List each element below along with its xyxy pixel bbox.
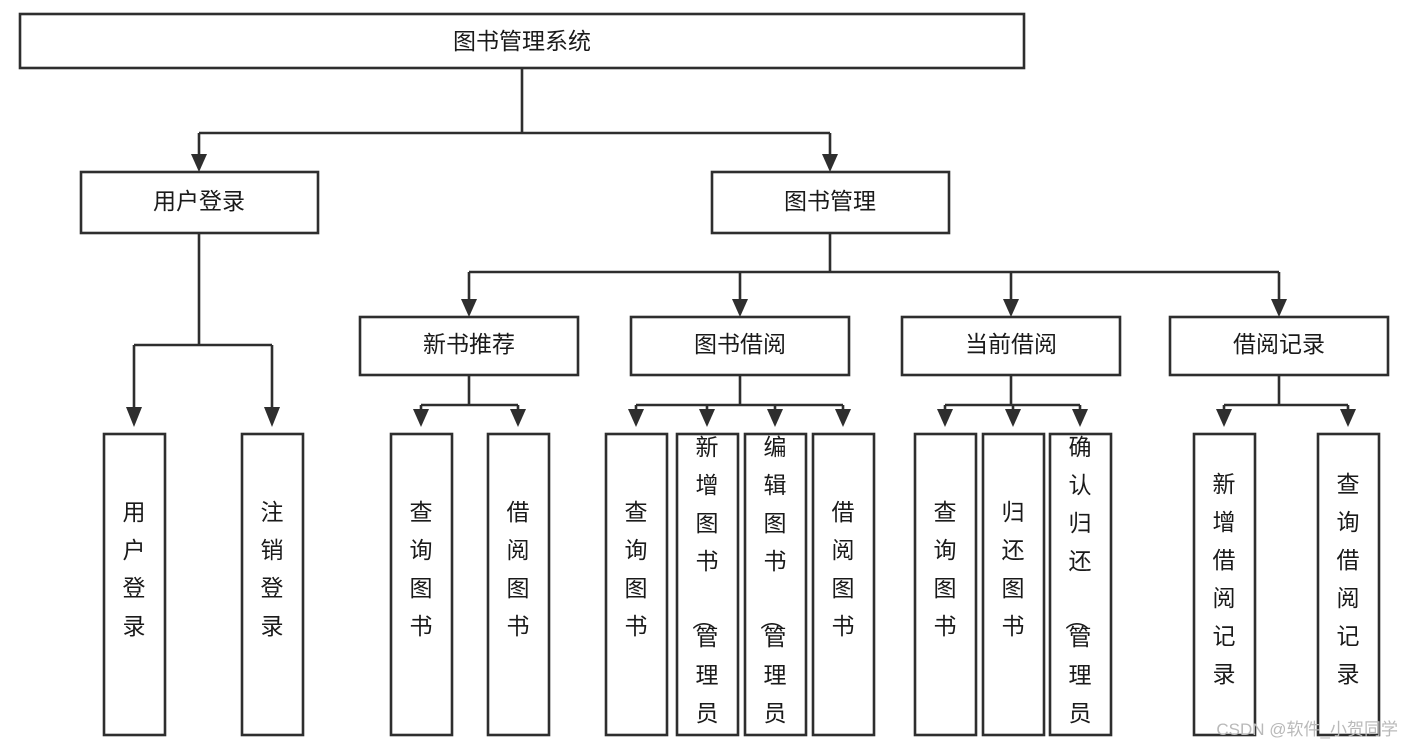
node-leaf-borrow-book-1[interactable]: 借阅图书 xyxy=(486,432,551,737)
node-leaf-user-login[interactable]: 用户登录 xyxy=(102,432,167,737)
arrowhead-leaf-add-record xyxy=(1216,409,1232,427)
node-leaf-logout-label: 注销登录 xyxy=(261,499,284,639)
node-book-management-box[interactable] xyxy=(710,170,951,235)
node-leaf-borrow-book-2-label: 借阅图书 xyxy=(832,499,855,639)
node-book-borrow-box[interactable] xyxy=(629,315,851,377)
node-leaf-query-book-3-label: 查询图书 xyxy=(934,499,957,639)
node-leaf-confirm-return[interactable]: 确认归还（管理员） xyxy=(1048,432,1113,747)
node-current-borrow-box[interactable] xyxy=(900,315,1122,377)
arrowhead-leaf-borrow-book-1 xyxy=(510,409,526,427)
node-root[interactable]: 图书管理系统 xyxy=(18,12,1026,70)
node-borrow-record-label: 借阅记录 xyxy=(1233,331,1325,357)
node-root-label: 图书管理系统 xyxy=(453,28,591,54)
node-leaf-add-record[interactable]: 新增借阅记录 xyxy=(1192,432,1257,737)
node-leaf-borrow-book-1-label: 借阅图书 xyxy=(507,499,530,639)
node-leaf-logout-box[interactable] xyxy=(240,432,305,737)
node-leaf-return-book-label: 归还图书 xyxy=(1002,499,1025,639)
arrowhead-leaf-edit-book xyxy=(767,409,783,427)
arrowhead-book-borrow xyxy=(732,299,748,317)
csdn-watermark: CSDN @软件_小贺同学 xyxy=(1216,720,1398,739)
node-user-login[interactable]: 用户登录 xyxy=(79,170,320,235)
node-current-borrow[interactable]: 当前借阅 xyxy=(900,315,1122,377)
connector-layer xyxy=(126,68,1356,427)
node-leaf-borrow-book-2-box[interactable] xyxy=(811,432,876,737)
arrowhead-leaf-add-book xyxy=(699,409,715,427)
node-leaf-query-book-2-label: 查询图书 xyxy=(625,499,648,639)
arrowhead-leaf-logout xyxy=(264,407,280,427)
node-leaf-query-book-3-box[interactable] xyxy=(913,432,978,737)
node-leaf-query-book-1-label: 查询图书 xyxy=(410,499,433,639)
arrowhead-user-login xyxy=(191,154,207,172)
node-leaf-borrow-book-1-box[interactable] xyxy=(486,432,551,737)
node-borrow-record[interactable]: 借阅记录 xyxy=(1168,315,1390,377)
arrowhead-leaf-query-record xyxy=(1340,409,1356,427)
node-leaf-add-record-label: 新增借阅记录 xyxy=(1213,471,1236,687)
node-leaf-return-book[interactable]: 归还图书 xyxy=(981,432,1046,737)
node-leaf-query-record-label: 查询借阅记录 xyxy=(1337,471,1360,687)
node-leaf-user-login-label: 用户登录 xyxy=(123,499,146,639)
node-leaf-add-book[interactable]: 新增图书（管理员） xyxy=(675,432,740,747)
node-leaf-edit-book-box[interactable] xyxy=(743,432,808,737)
node-new-book-recommend[interactable]: 新书推荐 xyxy=(358,315,580,377)
node-user-login-label: 用户登录 xyxy=(153,188,245,214)
arrowhead-leaf-confirm-return xyxy=(1072,409,1088,427)
node-leaf-query-record[interactable]: 查询借阅记录 xyxy=(1316,432,1381,737)
node-leaf-confirm-return-label: 确认归还（管理员） xyxy=(1064,434,1092,747)
node-leaf-query-book-1-box[interactable] xyxy=(389,432,454,737)
node-leaf-confirm-return-box[interactable] xyxy=(1048,432,1113,737)
node-book-management-label: 图书管理 xyxy=(784,188,876,214)
node-leaf-query-record-box[interactable] xyxy=(1316,432,1381,737)
node-leaf-add-record-box[interactable] xyxy=(1192,432,1257,737)
arrowhead-current-borrow xyxy=(1003,299,1019,317)
arrowhead-leaf-user-login xyxy=(126,407,142,427)
node-leaf-logout[interactable]: 注销登录 xyxy=(240,432,305,737)
node-leaf-borrow-book-2[interactable]: 借阅图书 xyxy=(811,432,876,737)
node-leaf-query-book-1[interactable]: 查询图书 xyxy=(389,432,454,737)
arrowhead-book-management xyxy=(822,154,838,172)
node-leaf-query-book-3[interactable]: 查询图书 xyxy=(913,432,978,737)
arrowhead-leaf-query-book-2 xyxy=(628,409,644,427)
arrowhead-leaf-query-book-3 xyxy=(937,409,953,427)
node-user-login-box[interactable] xyxy=(79,170,320,235)
arrowhead-leaf-borrow-book-2 xyxy=(835,409,851,427)
node-current-borrow-label: 当前借阅 xyxy=(965,331,1057,357)
arrowhead-leaf-return-book xyxy=(1005,409,1021,427)
arrowhead-leaf-query-book-1 xyxy=(413,409,429,427)
node-leaf-edit-book-label: 编辑图书（管理员） xyxy=(759,434,787,747)
node-leaf-query-book-2-box[interactable] xyxy=(604,432,669,737)
node-leaf-return-book-box[interactable] xyxy=(981,432,1046,737)
node-root-box[interactable] xyxy=(18,12,1026,70)
node-leaf-add-book-box[interactable] xyxy=(675,432,740,737)
node-new-book-recommend-label: 新书推荐 xyxy=(423,331,515,357)
node-new-book-recommend-box[interactable] xyxy=(358,315,580,377)
arrowhead-new-book-recommend xyxy=(461,299,477,317)
node-leaf-user-login-box[interactable] xyxy=(102,432,167,737)
node-borrow-record-box[interactable] xyxy=(1168,315,1390,377)
node-leaf-edit-book[interactable]: 编辑图书（管理员） xyxy=(743,432,808,747)
node-book-management[interactable]: 图书管理 xyxy=(710,170,951,235)
node-leaf-add-book-label: 新增图书（管理员） xyxy=(691,434,719,747)
arrowhead-borrow-record xyxy=(1271,299,1287,317)
node-leaf-query-book-2[interactable]: 查询图书 xyxy=(604,432,669,737)
node-book-borrow-label: 图书借阅 xyxy=(694,331,786,357)
node-book-borrow[interactable]: 图书借阅 xyxy=(629,315,851,377)
